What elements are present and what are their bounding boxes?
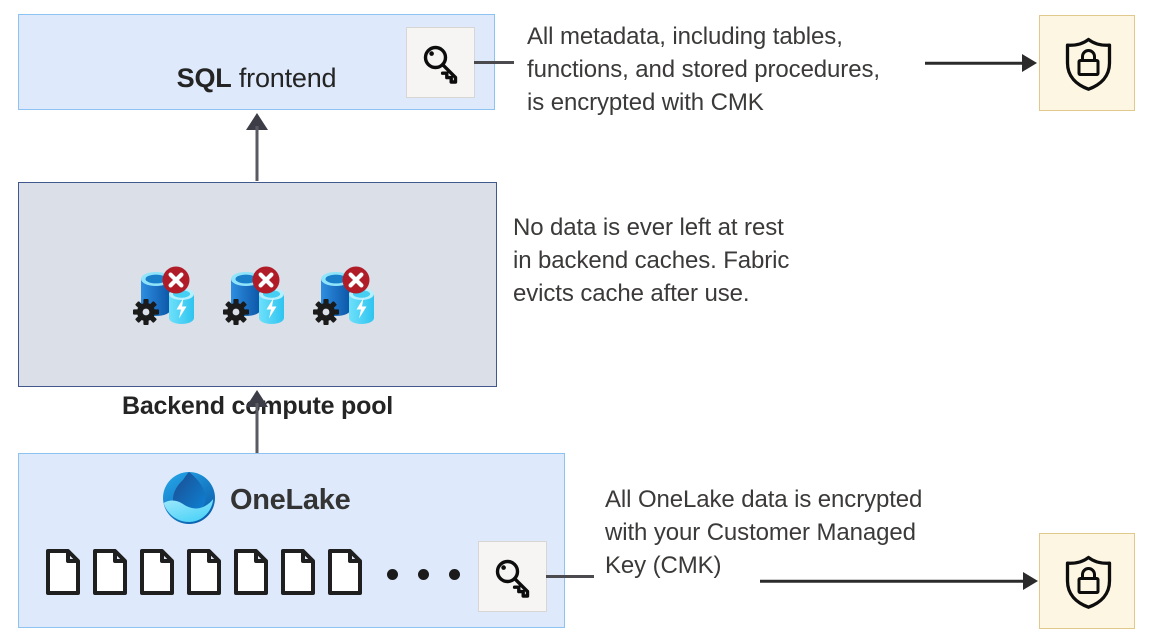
key-vault-top-box bbox=[1039, 15, 1135, 111]
backend-to-frontend-arrow bbox=[246, 113, 268, 181]
ellipsis-dot bbox=[418, 569, 429, 580]
ellipsis-dot bbox=[449, 569, 460, 580]
shield-lock-icon bbox=[1062, 554, 1115, 615]
onelake-files-row bbox=[44, 548, 523, 601]
file-icon bbox=[232, 548, 270, 601]
sql-frontend-title-rest: frontend bbox=[231, 63, 337, 93]
backend-node-list bbox=[133, 262, 403, 339]
sql-frontend-title-bold: SQL bbox=[176, 63, 232, 93]
key-vault-bottom-box bbox=[1039, 533, 1135, 629]
backend-cache-annotation: No data is ever left at rest in backend … bbox=[513, 214, 790, 307]
shield-lock-icon bbox=[1062, 36, 1115, 97]
onelake-header: OneLake bbox=[161, 470, 351, 531]
file-icon bbox=[185, 548, 223, 601]
key-icon bbox=[418, 40, 466, 93]
key-icon bbox=[490, 554, 538, 607]
metadata-to-vault-arrow bbox=[925, 53, 1037, 73]
ellipsis-dot bbox=[387, 569, 398, 580]
metadata-cmk-annotation: All metadata, including tables, function… bbox=[527, 23, 880, 116]
onelake-label: OneLake bbox=[230, 484, 351, 516]
file-icon bbox=[44, 548, 82, 601]
onelake-logo-icon bbox=[161, 470, 217, 531]
onelake-to-backend-arrow bbox=[246, 390, 268, 453]
onelake-cmk-annotation: All OneLake data is encrypted with your … bbox=[605, 486, 923, 579]
onelake-key-connector bbox=[546, 575, 594, 578]
frontend-key-connector bbox=[474, 61, 514, 64]
file-icon bbox=[138, 548, 176, 601]
files-ellipsis bbox=[377, 569, 470, 580]
file-icon bbox=[91, 548, 129, 601]
file-icon bbox=[326, 548, 364, 601]
sql-frontend-key-tile[interactable] bbox=[406, 27, 475, 98]
onelake-box bbox=[18, 453, 565, 628]
cache-evicted-icon bbox=[133, 262, 205, 339]
cache-evicted-icon bbox=[313, 262, 385, 339]
sql-frontend-title: SQL frontend bbox=[19, 63, 494, 94]
onelake-key-tile[interactable] bbox=[478, 541, 547, 612]
onelake-to-vault-arrow bbox=[760, 571, 1038, 591]
cache-evicted-icon bbox=[223, 262, 295, 339]
file-icon bbox=[279, 548, 317, 601]
